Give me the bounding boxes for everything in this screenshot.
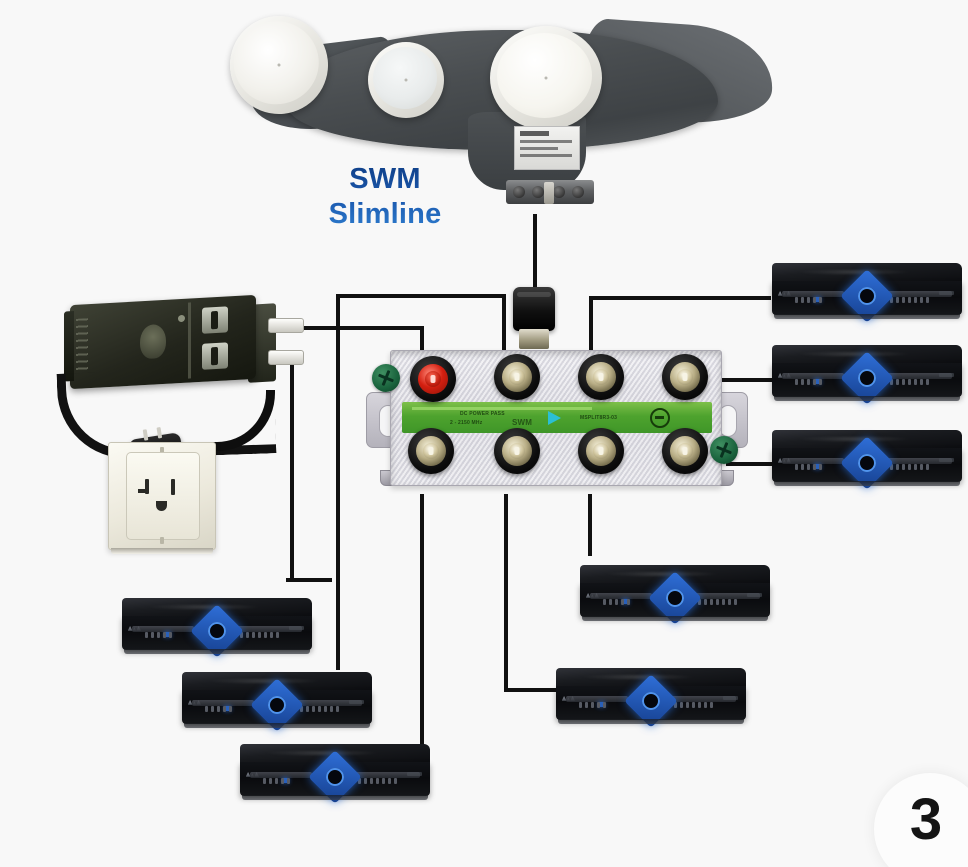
swm-slimline-dish	[225, 8, 777, 218]
power-inserter-jack-1[interactable]	[202, 306, 228, 334]
dish-spec-sticker	[514, 126, 580, 170]
splitter-label-line-2: 2 - 2150 MHz	[450, 420, 483, 426]
receiver-center-1[interactable]	[580, 565, 770, 625]
splitter-model-number: MSPLIT8R3-03	[580, 415, 618, 421]
wire-drop-c	[588, 494, 592, 556]
wire-drop-left-long	[336, 330, 340, 670]
wire-drop-b-right	[504, 688, 558, 692]
power-inserter-jack-2[interactable]	[202, 342, 228, 370]
ul-mark-icon	[650, 408, 670, 428]
power-inserter-stub-2	[268, 350, 304, 365]
ground-screw-right	[710, 436, 738, 464]
wire-psu-out-1	[286, 326, 424, 330]
wire-drop-a	[420, 494, 424, 750]
ground-screw-left	[372, 364, 400, 392]
receiver-left-2[interactable]	[182, 672, 372, 732]
outlet-receptacle	[126, 452, 200, 540]
wire-right-mid	[712, 378, 772, 382]
eight-way-splitter[interactable]: DC POWER PASS 2 - 2150 MHz SWM MSPLIT8R3…	[366, 342, 748, 494]
splitter-output-port-2[interactable]	[578, 354, 624, 400]
wire-psu-out-1-down	[420, 326, 424, 360]
wire-psu-out-2-down	[290, 360, 294, 582]
page-number-badge: 3	[874, 773, 968, 867]
coax-barrel-connector	[513, 287, 555, 349]
lnb-output-port-block	[506, 180, 594, 204]
receiver-left-3[interactable]	[240, 744, 430, 804]
power-inserter-assembly[interactable]	[56, 294, 304, 554]
wall-outlet	[108, 442, 216, 554]
wire-right-top	[589, 296, 771, 300]
page-title: SWM Slimline	[300, 162, 470, 233]
splitter-output-port-1[interactable]	[494, 354, 540, 400]
receiver-center-2[interactable]	[556, 668, 746, 728]
wire-drop-b	[504, 494, 508, 688]
splitter-label-line-1: DC POWER PASS	[460, 411, 505, 417]
page-number: 3	[909, 786, 943, 852]
splitter-output-port-7[interactable]	[662, 428, 708, 474]
dish-label-line-2: Slimline	[328, 198, 442, 231]
power-inserter-stub-1	[268, 318, 304, 333]
dish-label-line-1: SWM	[349, 163, 421, 195]
wire-dish-to-splitter	[533, 214, 537, 296]
receiver-right-1[interactable]	[772, 263, 962, 323]
lnb-cap-right-icon	[490, 26, 602, 130]
lnb-cap-center-icon	[368, 42, 444, 118]
wire-bus-upper	[336, 294, 506, 298]
wire-right-top-down	[589, 296, 593, 358]
wire-right-low	[726, 462, 772, 466]
receiver-right-2[interactable]	[772, 345, 962, 405]
splitter-output-port-5[interactable]	[494, 428, 540, 474]
splitter-output-port-3[interactable]	[662, 354, 708, 400]
splitter-output-port-4[interactable]	[408, 428, 454, 474]
wire-psu-out-2-right	[286, 578, 332, 582]
wire-bus-upper-down	[502, 294, 506, 356]
power-inserter-logo-icon	[140, 323, 166, 360]
splitter-input-port[interactable]	[410, 356, 456, 402]
receiver-right-3[interactable]	[772, 430, 962, 490]
splitter-spec-label: DC POWER PASS 2 - 2150 MHz SWM MSPLIT8R3…	[402, 402, 712, 433]
swm-triangle-icon	[548, 411, 561, 425]
wire-bus-upper-left-drop	[336, 294, 340, 330]
receiver-left-1[interactable]	[122, 598, 312, 658]
splitter-brand: SWM	[512, 418, 533, 427]
splitter-output-port-6[interactable]	[578, 428, 624, 474]
